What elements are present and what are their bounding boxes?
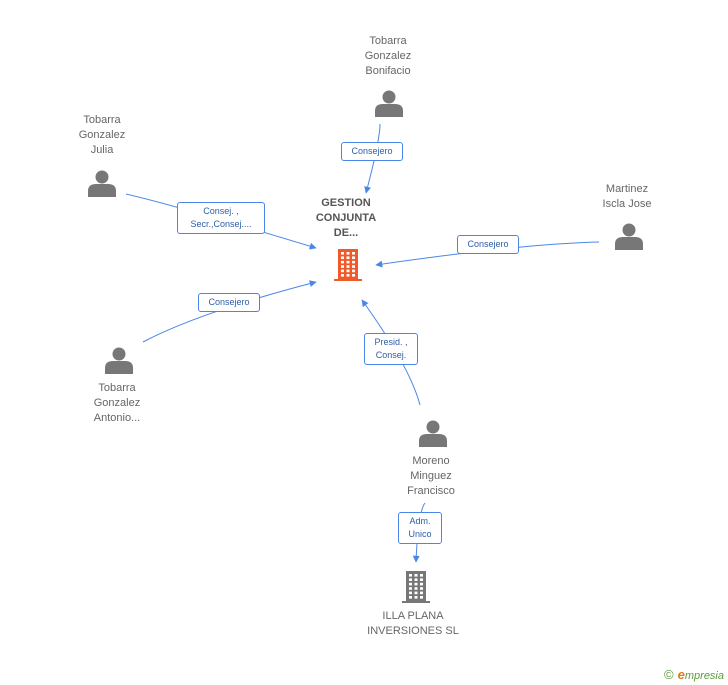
person-label-antonio[interactable]: Tobarra Gonzalez Antonio... [62,381,172,426]
brand-name: mpresia [684,670,724,682]
person-name-line: Martinez [605,183,649,195]
person-name-line: Tobarra [369,35,407,47]
center-name-line: CONJUNTA [315,212,377,224]
person-name-line: Moreno [412,455,450,467]
edge-label-line: Consejero [208,297,250,307]
edge-label-line: Consej. [375,350,407,360]
person-label-moreno[interactable]: Moreno Minguez Francisco [376,454,486,499]
person-label-bonifacio[interactable]: Tobarra Gonzalez Bonifacio [333,34,443,79]
person-name-line: Tobarra [83,114,121,126]
company-building-icon[interactable] [402,571,430,603]
edge-label-line: Secr.,Consej.... [190,219,252,229]
edge-label-bonifacio[interactable]: Consejero [341,142,403,161]
person-name-line: Bonifacio [365,65,411,77]
person-name-line: Julia [90,144,114,156]
edge-label-moreno-illa[interactable]: Adm. Unico [398,512,442,544]
company-name-line: ILLA PLANA [382,610,444,622]
person-label-iscla[interactable]: Martinez Iscla Jose [572,182,682,212]
edge-line-antonio-center [142,280,317,343]
edge-label-iscla[interactable]: Consejero [457,235,519,254]
person-name-line: Francisco [407,485,455,497]
edge-label-line: Consejero [467,239,509,249]
center-name-line: GESTION [321,197,371,209]
center-name-line: DE... [333,227,359,239]
edge-label-antonio[interactable]: Consejero [198,293,260,312]
person-name-line: Gonzalez [364,50,412,62]
person-name-line: Minguez [410,470,452,482]
brand-initial: e [677,667,685,682]
center-building-icon[interactable] [334,249,362,281]
person-name-line: Tobarra [98,382,136,394]
person-icon[interactable] [105,347,133,375]
edge-label-line: Adm. [409,516,431,526]
person-icon[interactable] [88,170,116,198]
company-label-illa[interactable]: ILLA PLANA INVERSIONES SL [358,609,468,639]
person-icon[interactable] [615,223,643,251]
person-icon[interactable] [375,90,403,118]
edge-label-julia[interactable]: Consej. , Secr.,Consej.... [177,202,265,234]
center-company-name[interactable]: GESTION CONJUNTA DE... [291,196,401,241]
person-name-line: Antonio... [93,412,141,424]
person-name-line: Gonzalez [78,129,126,141]
person-name-line: Iscla Jose [602,198,652,210]
empresia-logo: ©empresia [664,667,724,682]
edge-label-line: Consej. , [203,206,239,216]
person-icon[interactable] [419,420,447,448]
edge-label-line: Unico [408,529,432,539]
edge-label-moreno-center[interactable]: Presid. , Consej. [364,333,418,365]
copyright-icon: © [664,667,674,682]
person-label-julia[interactable]: Tobarra Gonzalez Julia [47,113,157,158]
company-name-line: INVERSIONES SL [367,625,459,637]
edge-label-line: Consejero [351,146,393,156]
person-name-line: Gonzalez [93,397,141,409]
edge-label-line: Presid. , [374,337,408,347]
